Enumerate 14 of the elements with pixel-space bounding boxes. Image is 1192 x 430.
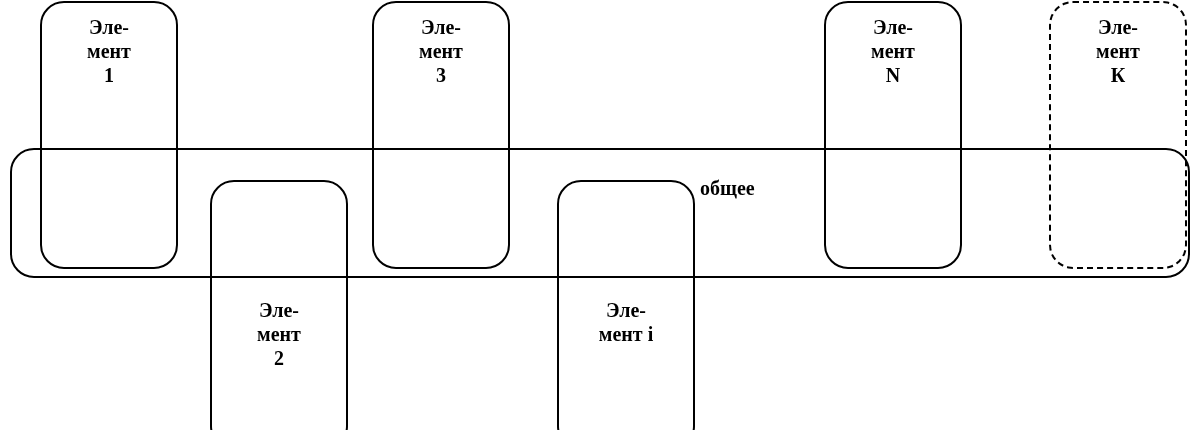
element-label: Эле- мент 1	[86, 15, 132, 87]
rounded-box	[1049, 1, 1187, 269]
rounded-box	[372, 1, 510, 269]
rounded-box	[824, 1, 962, 269]
element-label: Эле- мент 3	[418, 15, 464, 87]
rounded-box	[40, 1, 178, 269]
rounded-box	[557, 180, 695, 430]
element-label: Эле- мент К	[1095, 15, 1141, 87]
element-label: Эле- мент N	[870, 15, 916, 87]
group-band	[10, 148, 1190, 278]
element-label: Эле- мент i	[597, 298, 655, 346]
element-label: Эле- мент 2	[256, 298, 302, 370]
rounded-box	[210, 180, 348, 430]
element-label: общее	[700, 176, 755, 200]
